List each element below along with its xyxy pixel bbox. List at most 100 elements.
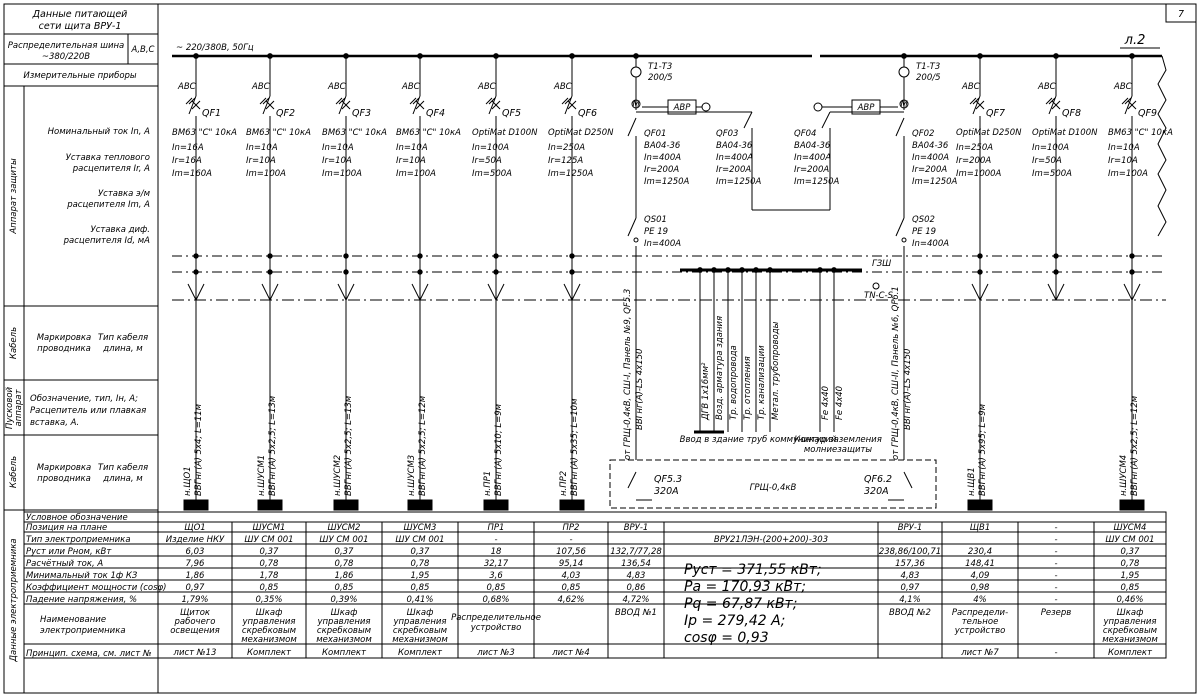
protection-group-label: Аппарат защиты — [9, 158, 19, 235]
fan-line — [261, 283, 271, 301]
incoming-source: от ГРЩ-0,4кВ, СШ-II, Панель №6, QF6.1 — [891, 286, 901, 460]
table-cell: 4,1% — [899, 595, 921, 605]
breaker-im: Im=1000А — [956, 169, 1002, 179]
n-node — [417, 253, 423, 259]
feeder-cable: ВВГнг(А) 5х2,5; L=13м — [268, 395, 278, 496]
table-cell: 32,17 — [484, 559, 509, 569]
breaker-ir: Ir=200А — [716, 165, 751, 175]
fan-line — [195, 283, 205, 301]
breaker-model: ВА04-36 — [716, 141, 753, 151]
breaker-contact — [895, 117, 905, 137]
table-name-cell: устройство — [470, 623, 522, 633]
breaker-model: ВМ63 "С" 10кА — [246, 128, 311, 138]
feeder-mark: н.ЩВ1 — [967, 467, 977, 496]
breaker-ir: Ir=125А — [548, 156, 583, 166]
phase-tick — [262, 97, 270, 105]
switch-node — [633, 237, 639, 243]
ground-note: молниезащиты — [804, 445, 873, 455]
ct-label: Т1-Т3 — [648, 62, 672, 72]
fan-line — [411, 283, 421, 301]
feeder-cable: ВВГнг(А) 5х35; L=10м — [570, 398, 580, 496]
table-name-cell: управления — [392, 617, 446, 627]
table-cell: 0,78 — [260, 559, 280, 569]
breaker-QF1-contact — [188, 95, 197, 115]
phase-tick — [561, 97, 569, 105]
fan-line — [337, 283, 347, 301]
cable-mark-label: Маркировка — [37, 463, 92, 473]
table-cell: ЩВ1 — [970, 523, 991, 533]
incoming-source: от ГРЩ-0,4кВ, СШ-I, Панель №9, QF5.3 — [623, 289, 633, 460]
feeder-mark: н.ШУСМ4 — [1119, 455, 1129, 496]
feeder-terminal — [967, 499, 993, 511]
instruments-label: Измерительные приборы — [23, 71, 137, 81]
breaker-im: Im=160А — [172, 169, 212, 179]
row-label: Минимальный ток 1ф КЗ — [26, 571, 138, 581]
table-cell: 0,85 — [411, 583, 430, 593]
feeder-terminal — [1119, 499, 1145, 511]
table-name-cell: ВВОД №1 — [615, 608, 657, 618]
table-cell: 148,41 — [965, 559, 995, 569]
fan-line — [1131, 283, 1141, 301]
table-name-cell: управления — [1102, 617, 1156, 627]
feeder-terminal — [483, 499, 509, 511]
breaker-ir: Ir=50А — [472, 156, 502, 166]
breaker-QF5-contact — [488, 95, 497, 115]
pe-node — [417, 269, 423, 275]
abc-label: АВС — [177, 82, 196, 92]
fan-line — [1047, 283, 1057, 301]
table-cell: ШУСМ1 — [253, 523, 286, 533]
switch-in: In=400А — [644, 239, 681, 249]
table-cell: 230,4 — [968, 547, 992, 557]
breaker-id: QF4 — [426, 108, 445, 119]
table-name-cell: скребковым — [1103, 626, 1158, 636]
pe-node — [977, 269, 983, 275]
incoming-cable-type: ВВГнг(А)-LS 4х150 — [635, 349, 645, 430]
table-cell: 0,85 — [562, 583, 581, 593]
pe-node — [267, 269, 273, 275]
table-cell: ШУСМ4 — [1114, 523, 1147, 533]
breaker-QF7-trip — [975, 100, 985, 110]
ground-note: Контур заземления — [794, 435, 882, 445]
tncs-label: TN-C-S — [864, 291, 894, 301]
switch-contact — [627, 217, 637, 237]
table-name-cell: Резерв — [1041, 608, 1072, 618]
feeder-mark: н.ПР2 — [559, 471, 569, 496]
table-name-cell: Шкаф — [256, 608, 283, 618]
grsh-contact — [903, 471, 913, 489]
abc-label: АВС — [961, 82, 980, 92]
table-cell: 4,09 — [971, 571, 990, 581]
protection-param: Уставка диф. — [91, 225, 150, 235]
table-name-cell: Щиток — [180, 608, 211, 618]
phase-tick — [412, 97, 420, 105]
switch-node — [901, 237, 907, 243]
breaker-im: Im=1250А — [644, 177, 690, 187]
table-cell: 1,78 — [260, 571, 280, 581]
breaker-QF9-contact — [1124, 95, 1133, 115]
protection-param: Уставка теплового — [66, 153, 150, 163]
grsh-breaker-id: QF5.3 — [654, 474, 682, 485]
table-cell: ШУ СМ 001 — [244, 535, 293, 545]
abc-label: АВС — [553, 82, 572, 92]
breaker-in: In=10А — [322, 143, 354, 153]
row-label: Падение напряжения, % — [26, 595, 137, 605]
breaker-model: ВА04-36 — [644, 141, 681, 151]
phase-tick — [969, 97, 977, 105]
phase-tick — [338, 97, 346, 105]
incoming-cable-type: ВВГнг(А)-LS 4х150 — [903, 349, 913, 430]
breaker-id: QF01 — [644, 129, 666, 139]
row-label: электроприемника — [40, 626, 126, 636]
breaker-id: QF8 — [1062, 108, 1081, 119]
table-cell: ШУСМ2 — [328, 523, 361, 533]
breaker-model: ВМ63 "С" 10кА — [172, 128, 237, 138]
breaker-id: QF2 — [276, 108, 295, 119]
breaker-QF6-trip — [567, 100, 577, 110]
table-cell: 0,39% — [330, 595, 357, 605]
table-cell: 0,85 — [335, 583, 354, 593]
pe-node — [493, 269, 499, 275]
phases-label: А,В,С — [131, 45, 155, 55]
breaker-QF8-trip — [1051, 100, 1061, 110]
abc-label: АВС — [477, 82, 496, 92]
table-cell: 157,36 — [895, 559, 925, 569]
n-node — [569, 253, 575, 259]
table-cell: 0,85 — [260, 583, 279, 593]
